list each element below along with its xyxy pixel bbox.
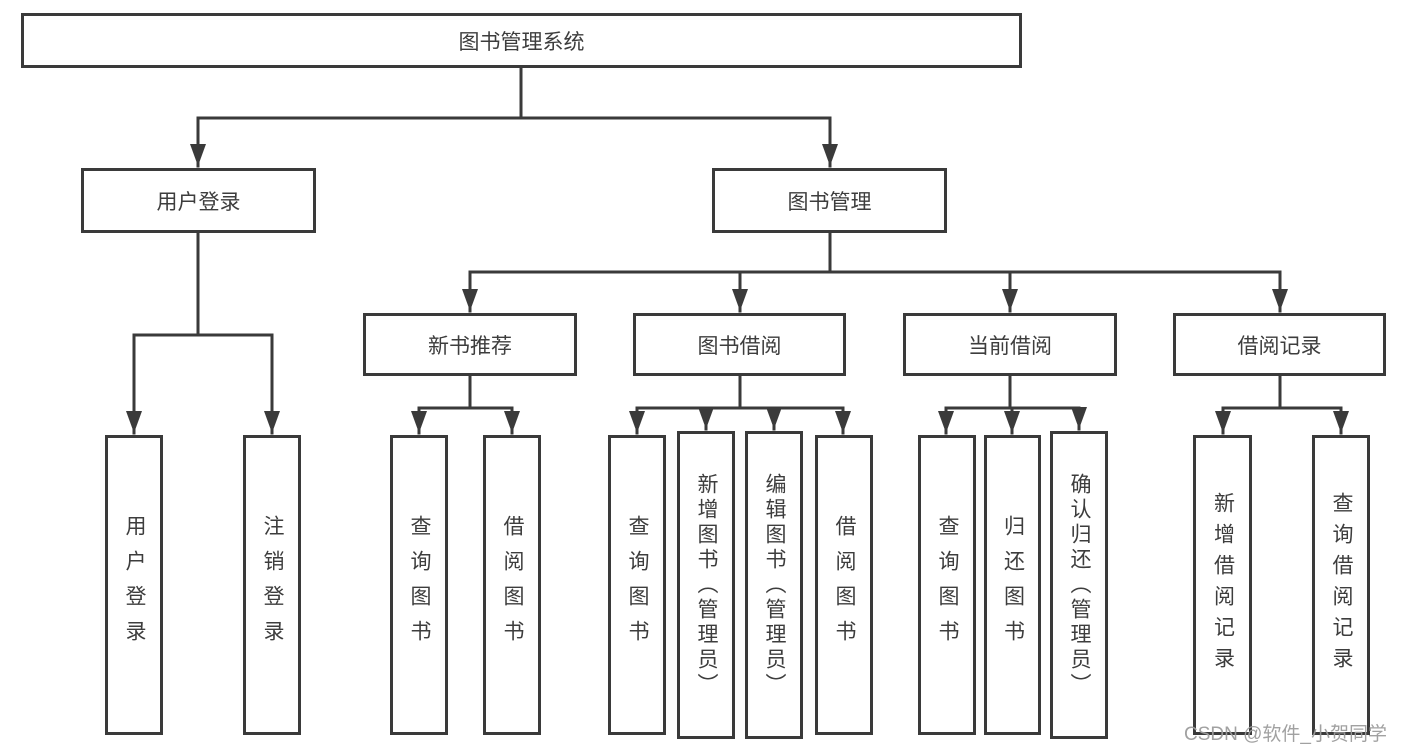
node-label: 归还图书: [1001, 515, 1025, 655]
leaf-borrow-books-recommend: 借阅图书: [483, 435, 541, 735]
leaf-query-books-current: 查询图书: [918, 435, 976, 735]
node-label: 编辑图书（管理员）: [763, 472, 786, 698]
node-label: 新增借阅记录: [1211, 492, 1235, 678]
node-label: 查询借阅记录: [1330, 492, 1353, 678]
node-label: 图书借阅: [697, 334, 782, 358]
node-system-root: 图书管理系统: [21, 13, 1022, 68]
leaf-logout: 注销登录: [243, 435, 301, 735]
node-label: 图书管理系统: [458, 30, 585, 54]
node-label: 用户登录: [123, 515, 146, 655]
node-label: 查询图书: [936, 515, 959, 655]
node-label: 查询图书: [408, 515, 431, 655]
node-label: 用户登录: [156, 190, 241, 214]
leaf-borrow-books-borrowing: 借阅图书: [815, 435, 873, 735]
node-label: 确认归还（管理员）: [1068, 472, 1091, 698]
leaf-query-books-borrowing: 查询图书: [608, 435, 666, 735]
connector-trunks: [132, 66, 1343, 410]
node-label: 借阅记录: [1237, 334, 1322, 358]
node-label: 借阅图书: [833, 515, 856, 655]
leaf-query-books-recommend: 查询图书: [390, 435, 448, 735]
leaf-return-book: 归还图书: [984, 435, 1041, 735]
node-label: 查询图书: [626, 515, 649, 655]
node-new-book-recommendation: 新书推荐: [363, 313, 577, 376]
node-book-management: 图书管理: [712, 168, 947, 233]
leaf-add-borrow-record: 新增借阅记录: [1193, 435, 1252, 735]
leaf-user-login: 用户登录: [105, 435, 163, 735]
node-label: 图书管理: [787, 190, 872, 214]
node-borrowing-records: 借阅记录: [1173, 313, 1386, 376]
node-label: 新书推荐: [428, 334, 512, 358]
leaf-confirm-return-admin: 确认归还（管理员）: [1050, 431, 1108, 739]
leaf-add-book-admin: 新增图书（管理员）: [677, 431, 735, 739]
node-user-login: 用户登录: [81, 168, 316, 233]
node-label: 新增图书（管理员）: [695, 472, 718, 698]
node-label: 注销登录: [261, 515, 284, 655]
node-book-borrowing: 图书借阅: [633, 313, 846, 376]
node-label: 借阅图书: [501, 515, 524, 655]
csdn-watermark: CSDN @软件_小贺同学: [1184, 724, 1387, 745]
node-current-borrowing: 当前借阅: [903, 313, 1117, 376]
leaf-edit-book-admin: 编辑图书（管理员）: [745, 431, 803, 739]
leaf-query-borrow-record: 查询借阅记录: [1312, 435, 1370, 735]
node-label: 当前借阅: [968, 334, 1052, 358]
